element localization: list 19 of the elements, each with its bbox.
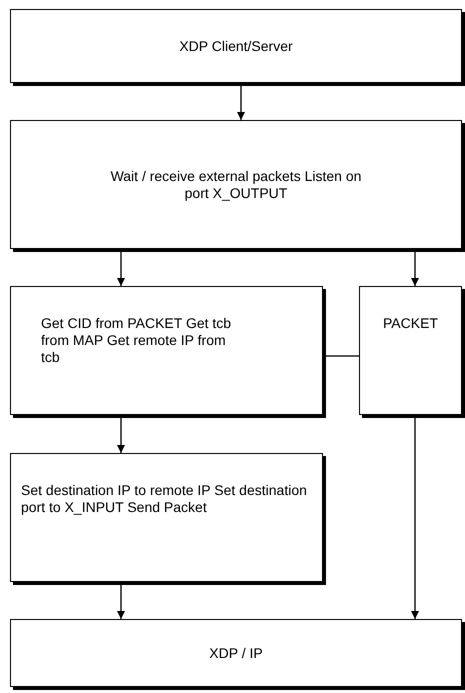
- box-text: Get CID from PACKET Get tcb from MAP Get remote IP from tcb: [41, 315, 232, 366]
- box-text: XDP Client/Server: [179, 38, 293, 54]
- box-text: Set destination IP to remote IP Set destination port to X_INPUT Send Packet: [21, 482, 308, 516]
- arrow: [117, 417, 125, 453]
- box-text: XDP / IP: [209, 644, 263, 662]
- connector-line: [325, 355, 359, 357]
- box-text: Wait / receive external packets Listen on port X_OUTPUT: [110, 168, 362, 202]
- box-text: PACKET: [383, 315, 438, 332]
- process-box: [10, 9, 462, 83]
- process-box: [10, 120, 462, 249]
- process-box: [10, 619, 462, 687]
- arrow: [411, 417, 419, 619]
- process-box: [10, 453, 323, 582]
- arrow: [237, 85, 245, 120]
- process-box: [359, 286, 462, 415]
- arrow: [117, 584, 125, 619]
- process-box: [10, 286, 323, 415]
- arrow: [117, 251, 125, 286]
- arrow: [411, 251, 419, 286]
